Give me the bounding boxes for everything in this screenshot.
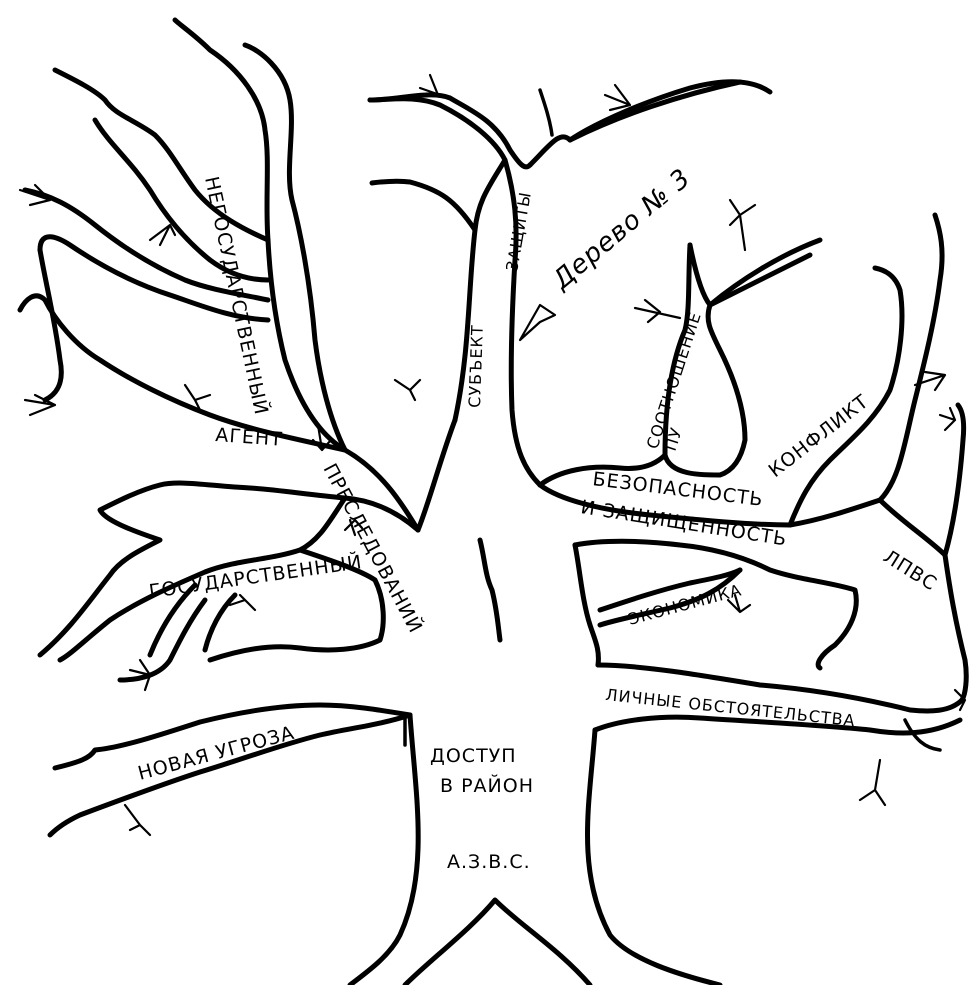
label-subject: СУБЪЕКТ [465,324,487,408]
branch-personal [595,665,962,805]
label-in-area: В РАЙОН [440,774,534,797]
label-lpvs: ЛПВС [879,546,941,596]
label-protection: ЗАЩИТЫ [502,190,535,273]
label-tree-title: Дерево № 3 [546,163,696,296]
label-persecution: ПРЕСЛЕДОВАНИЙ [319,460,428,638]
label-agent: АГЕНТ [215,424,284,451]
label-economy: ЭКОНОМИКА [626,580,744,629]
label-roots: А.З.В.С. [447,851,531,873]
branch-right [540,215,966,710]
branch-new-threat [50,705,410,835]
label-new-threat: НОВАЯ УГРОЗА [136,722,297,785]
label-access: ДОСТУП [430,745,517,767]
branch-upper-left [20,20,420,530]
label-non-state: НЕГОСУДАРСТВЕННЫЙ [200,174,273,417]
